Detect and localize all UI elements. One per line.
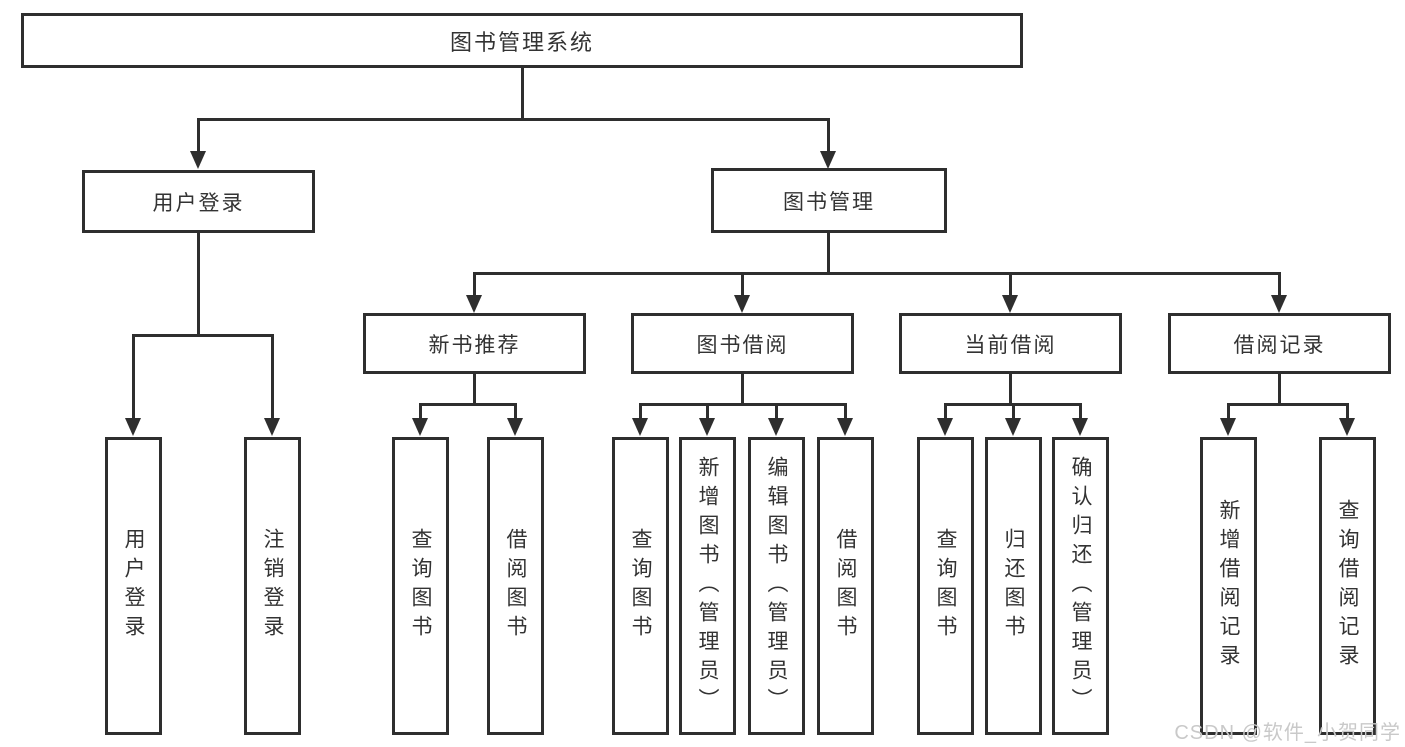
- node-label: 查询图书: [934, 528, 957, 644]
- node-borrowing-records: 借阅记录: [1168, 313, 1391, 374]
- node-label: 确认归还（管理员）: [1069, 455, 1092, 717]
- arrowhead-down-icon: [125, 418, 141, 436]
- node-user-login: 用户登录: [82, 170, 315, 233]
- connector-line: [1079, 403, 1082, 419]
- node-label: 图书管理: [783, 190, 875, 214]
- connector-line: [1012, 403, 1015, 419]
- node-label: 用户登录: [122, 528, 145, 644]
- connector-line: [775, 403, 778, 419]
- arrowhead-down-icon: [632, 418, 648, 436]
- node-label: 用户登录: [152, 191, 245, 215]
- connector-line: [271, 334, 274, 419]
- connector-line: [1346, 403, 1349, 419]
- leaf-borrow-books-borrowing: 借阅图书: [817, 437, 874, 735]
- node-label: 新增借阅记录: [1217, 499, 1240, 673]
- node-root-library-system: 图书管理系统: [21, 13, 1023, 68]
- arrowhead-down-icon: [190, 151, 206, 169]
- arrowhead-down-icon: [1271, 295, 1287, 313]
- connector-line: [419, 403, 422, 419]
- arrowhead-down-icon: [412, 418, 428, 436]
- node-label: 图书借阅: [696, 333, 789, 357]
- connector-line: [827, 118, 830, 152]
- node-label: 编辑图书（管理员）: [765, 455, 788, 717]
- leaf-query-books-current: 查询图书: [917, 437, 974, 735]
- node-book-management: 图书管理: [711, 168, 947, 233]
- arrowhead-down-icon: [937, 418, 953, 436]
- leaf-edit-book-admin: 编辑图书（管理员）: [748, 437, 805, 735]
- connector-line: [741, 374, 744, 406]
- connector-line: [473, 272, 1281, 275]
- arrowhead-down-icon: [1220, 418, 1236, 436]
- connector-line: [132, 334, 274, 337]
- connector-line: [1009, 272, 1012, 296]
- node-label: 当前借阅: [964, 333, 1057, 357]
- connector-line: [132, 334, 135, 419]
- node-label: 新书推荐: [428, 333, 521, 357]
- leaf-logout-login: 注销登录: [244, 437, 301, 735]
- leaf-return-book: 归还图书: [985, 437, 1042, 735]
- leaf-query-books-recommend: 查询图书: [392, 437, 449, 735]
- node-label: 新增图书（管理员）: [696, 455, 719, 717]
- node-book-borrowing: 图书借阅: [631, 313, 854, 374]
- arrowhead-down-icon: [820, 151, 836, 169]
- arrowhead-down-icon: [768, 418, 784, 436]
- leaf-query-borrow-record: 查询借阅记录: [1319, 437, 1376, 735]
- arrowhead-down-icon: [734, 295, 750, 313]
- arrowhead-down-icon: [1005, 418, 1021, 436]
- arrowhead-down-icon: [1339, 418, 1355, 436]
- connector-line: [419, 403, 517, 406]
- connector-line: [1227, 403, 1230, 419]
- leaf-query-books-borrowing: 查询图书: [612, 437, 669, 735]
- leaf-add-book-admin: 新增图书（管理员）: [679, 437, 736, 735]
- arrowhead-down-icon: [699, 418, 715, 436]
- arrowhead-down-icon: [507, 418, 523, 436]
- node-label: 归还图书: [1002, 528, 1025, 644]
- connector-line: [1009, 374, 1012, 406]
- node-label: 借阅图书: [504, 528, 527, 644]
- connector-line: [473, 272, 476, 296]
- connector-line: [521, 66, 524, 121]
- connector-line: [639, 403, 642, 419]
- connector-line: [827, 233, 830, 274]
- connector-line: [741, 272, 744, 296]
- leaf-new-borrow-record: 新增借阅记录: [1200, 437, 1257, 735]
- node-label: 注销登录: [261, 528, 284, 644]
- connector-line: [706, 403, 709, 419]
- leaf-user-login: 用户登录: [105, 437, 162, 735]
- connector-line: [197, 118, 830, 121]
- connector-line: [197, 118, 200, 152]
- connector-line: [639, 403, 847, 406]
- node-label: 查询图书: [629, 528, 652, 644]
- arrowhead-down-icon: [1002, 295, 1018, 313]
- arrowhead-down-icon: [1072, 418, 1088, 436]
- connector-line: [844, 403, 847, 419]
- connector-line: [1227, 403, 1349, 406]
- watermark: CSDN @软件_小贺同学: [1174, 722, 1401, 744]
- connector-line: [1278, 272, 1281, 296]
- arrowhead-down-icon: [837, 418, 853, 436]
- node-label: 查询借阅记录: [1336, 499, 1359, 673]
- node-label: 借阅记录: [1233, 333, 1326, 357]
- connector-line: [473, 374, 476, 406]
- node-current-borrowing: 当前借阅: [899, 313, 1122, 374]
- connector-line: [1278, 374, 1281, 406]
- arrowhead-down-icon: [466, 295, 482, 313]
- connector-line: [514, 403, 517, 419]
- node-label: 借阅图书: [834, 528, 857, 644]
- leaf-confirm-return-admin: 确认归还（管理员）: [1052, 437, 1109, 735]
- connector-line: [197, 233, 200, 336]
- arrowhead-down-icon: [264, 418, 280, 436]
- node-new-book-recommend: 新书推荐: [363, 313, 586, 374]
- node-label: 查询图书: [409, 528, 432, 644]
- connector-line: [944, 403, 947, 419]
- node-label: 图书管理系统: [449, 29, 594, 55]
- leaf-borrow-books-recommend: 借阅图书: [487, 437, 544, 735]
